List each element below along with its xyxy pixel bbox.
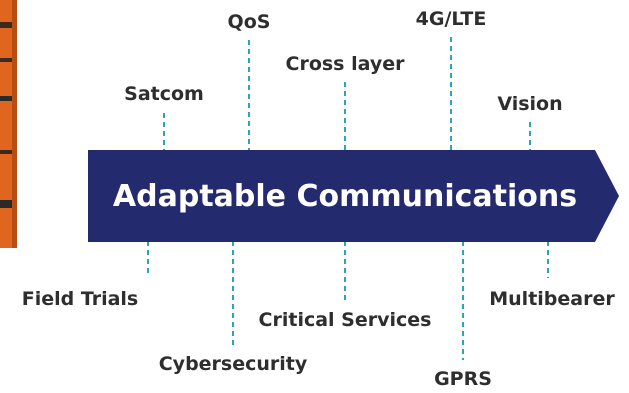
device-photo-fragment xyxy=(0,0,17,248)
label-critical-services: Critical Services xyxy=(259,309,432,331)
label-cross-layer: Cross layer xyxy=(286,53,406,75)
label-qos: QoS xyxy=(228,11,271,33)
label-gprs: GPRS xyxy=(434,368,492,390)
banner-arrow xyxy=(88,150,619,242)
label-4g-lte: 4G/LTE xyxy=(416,8,487,30)
label-satcom: Satcom xyxy=(124,83,204,105)
connector-lines xyxy=(147,37,549,360)
label-cybersecurity: Cybersecurity xyxy=(159,353,308,375)
label-multibearer: Multibearer xyxy=(489,288,615,310)
banner-title: Adaptable Communications xyxy=(113,179,577,214)
label-vision: Vision xyxy=(497,93,562,115)
label-field-trials: Field Trials xyxy=(22,288,139,310)
